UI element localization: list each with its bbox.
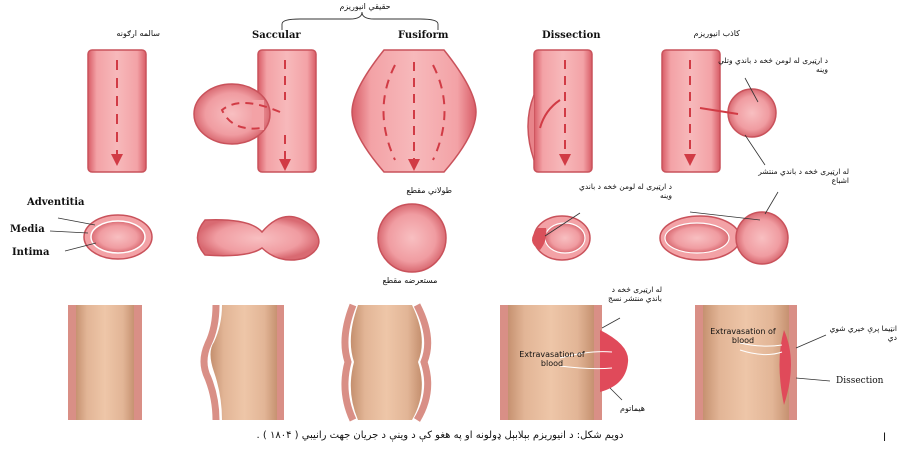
- dissection-top-label: Dissection: [542, 30, 601, 41]
- false-note-top: د ارټیری له لومن څخه د باندي وتلي وينه: [716, 56, 828, 74]
- saccular-label: Saccular: [252, 30, 301, 41]
- extravasation-note: له ارټیری څخه د باندي منتشر نسج: [604, 285, 662, 303]
- figure-caption: دویم شکل: د انیوریزم بېلابېل ډولونه او پ…: [170, 430, 710, 441]
- media-label: Media: [10, 224, 45, 235]
- wall-fusiform: [345, 305, 428, 420]
- wall-saccular: [204, 305, 284, 420]
- cross-section-dissection: [532, 213, 590, 260]
- page-mark: ا: [883, 432, 886, 443]
- false-aneurysm-label: کاذب انیوریزم: [640, 28, 740, 39]
- extravasation-label-2: Extravasation of blood: [708, 327, 778, 345]
- true-aneurysm-label: حقیقي انیوریزم: [320, 1, 410, 12]
- false-note-bottom: له ارټیری څخه د باندي منتشر اشباع: [744, 167, 849, 185]
- normal-artery-label: سالمه ارګونه: [95, 28, 160, 39]
- cross-section-label: مستعرضه مقطع: [360, 275, 460, 286]
- hematoma-label: هیماتوم: [600, 403, 645, 414]
- normal-vessel: [88, 50, 146, 172]
- cross-section-fusiform: [378, 204, 446, 272]
- intima-label: Intima: [12, 247, 49, 258]
- dissection-note: د ارټیری له لومن څخه د باندي وينه: [572, 182, 672, 200]
- fusiform-label: Fusiform: [398, 30, 448, 41]
- dissection-vessel: [528, 50, 592, 172]
- wall-normal: [68, 305, 142, 420]
- saccular-vessel: [194, 50, 316, 172]
- fusiform-vessel: [352, 50, 476, 172]
- true-aneurysm-bracket: [282, 12, 438, 30]
- dissection-bottom-label: Dissection: [836, 376, 883, 387]
- intimal-tear-label: انټیما پرې خیري شوي دي: [822, 324, 897, 342]
- adventitia-label: Adventitia: [27, 197, 85, 208]
- long-section-label: طولاني مقطع: [372, 185, 452, 196]
- extravasation-label-1: Extravasation of blood: [517, 350, 587, 368]
- cross-section-normal: [50, 215, 152, 259]
- wall-dissection: [695, 305, 830, 420]
- cross-section-false-aneurysm: [660, 192, 788, 264]
- cross-section-saccular: [198, 216, 319, 260]
